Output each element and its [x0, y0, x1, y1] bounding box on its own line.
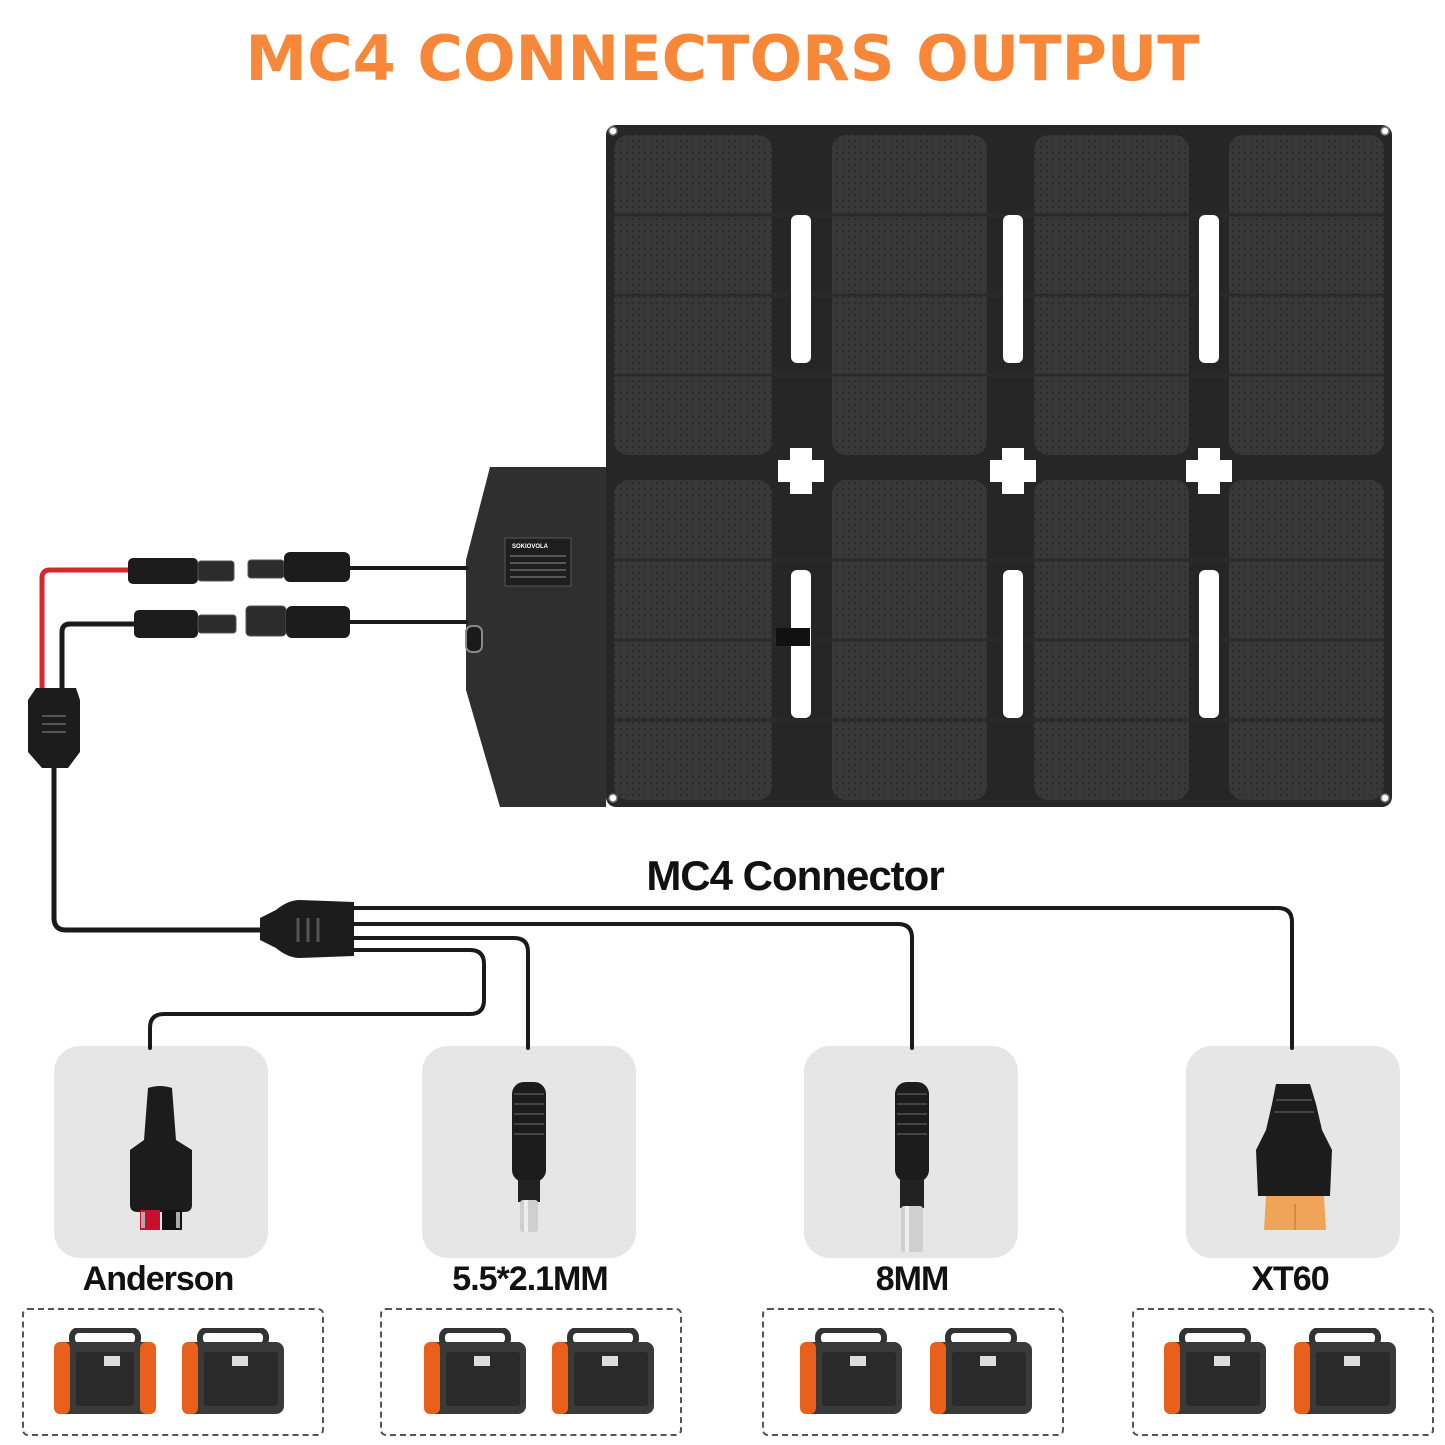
panel-slots [778, 215, 1232, 718]
mc4-connector-label: MC4 Connector [646, 852, 944, 899]
output-label-5521: 5.5*2.1MM [452, 1260, 608, 1298]
power-station-icon [552, 1328, 654, 1414]
splitter-hub [260, 900, 354, 958]
compatible-stations-5521 [380, 1308, 682, 1436]
power-station-icon [1164, 1328, 1266, 1414]
solar-panel: SOKIOVOLA [465, 125, 1392, 807]
y-splitter [28, 688, 80, 768]
dc-barrel-plug-icon [512, 1082, 546, 1232]
xt60-plug-icon [1256, 1084, 1332, 1230]
output-label-8mm: 8MM [875, 1260, 950, 1298]
compatible-stations-anderson [22, 1308, 324, 1436]
page-title: MC4 CONNECTORS OUTPUT [245, 22, 1200, 95]
compatible-stations-xt60 [1132, 1308, 1434, 1436]
solar-cells [614, 135, 1384, 800]
power-station-icon [424, 1328, 526, 1414]
output-label-xt60: XT60 [1251, 1260, 1329, 1298]
power-station-icon [1294, 1328, 1396, 1414]
output-label-anderson: Anderson [82, 1260, 235, 1298]
dc-8mm-plug-icon [895, 1082, 929, 1252]
power-station-icon [54, 1328, 156, 1414]
anderson-plug-icon [130, 1086, 192, 1230]
mc4-connectors [128, 552, 350, 638]
power-station-icon [930, 1328, 1032, 1414]
power-station-icon [800, 1328, 902, 1414]
panel-brand: SOKIOVOLA [512, 544, 549, 550]
power-station-icon [182, 1328, 284, 1414]
compatible-stations-8mm [762, 1308, 1064, 1436]
